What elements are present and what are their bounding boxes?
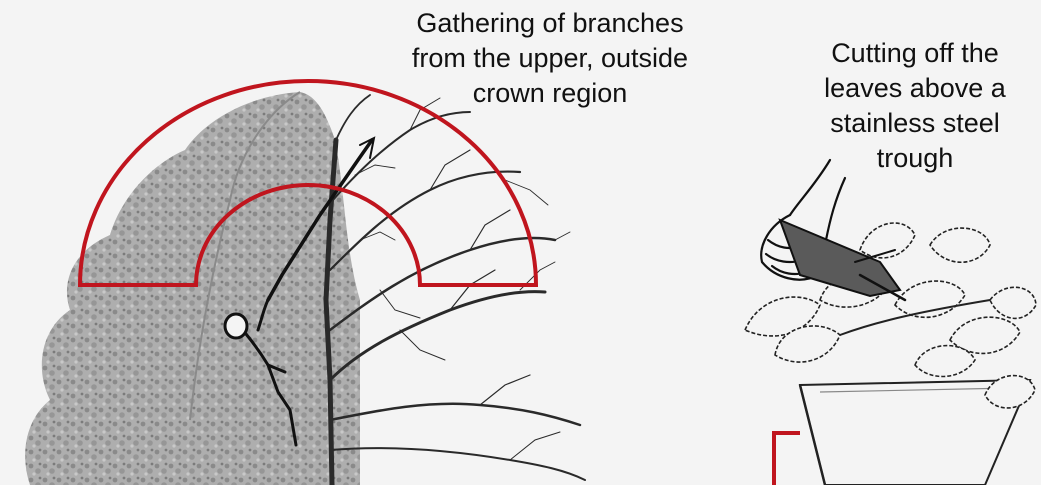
crown-gathering-line: from the upper, outside [380,41,720,76]
leaf-cutting-line: stainless steel [790,106,1040,141]
leaf-cutting-line: Cutting off the [790,36,1040,71]
crown-gathering-line: Gathering of branches [380,6,720,41]
leaf-cutting-caption: Cutting off the leaves above a stainless… [790,36,1040,176]
conifer-tree-illustration [25,92,360,485]
bare-deciduous-tree-illustration [326,95,585,485]
crown-gathering-caption: Gathering of branches from the upper, ou… [380,6,720,111]
leaf-cutting-line: leaves above a [790,71,1040,106]
crown-gathering-line: crown region [380,76,720,111]
leaf-cutting-line: trough [790,141,1040,176]
trough-red-bracket [774,433,800,485]
